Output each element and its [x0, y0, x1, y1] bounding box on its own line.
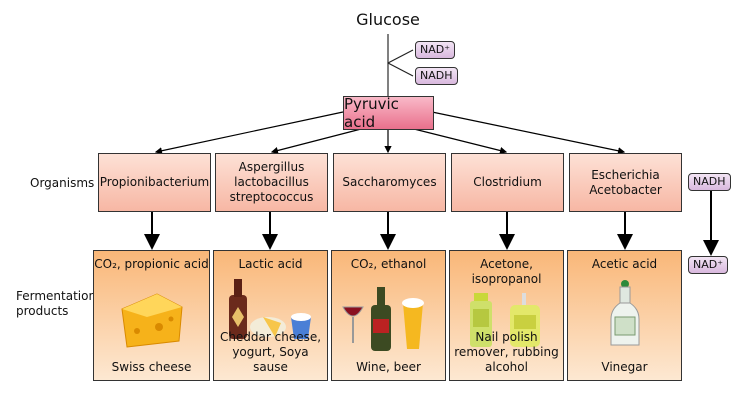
product-example: Wine, beer [356, 360, 421, 374]
organisms-label: Organisms [30, 176, 95, 190]
product-box-propionic: CO₂, propionic acid Swiss cheese [93, 250, 210, 381]
product-example: Vinegar [601, 360, 648, 374]
product-name: CO₂, propionic acid [94, 257, 209, 271]
glucose-label: Glucose [356, 10, 420, 29]
product-name: Lactic acid [238, 257, 303, 271]
product-name: CO₂, ethanol [350, 257, 427, 271]
bottles-icon [469, 293, 540, 347]
nad-plus-tag-right: NAD⁺ [688, 256, 729, 274]
product-name: Acetone, isopropanol [471, 257, 542, 286]
product-box-ethanol: CO₂, ethanol Wine, beer [331, 250, 446, 381]
organism-saccharomyces: Saccharomyces [333, 153, 446, 212]
nad-plus-tag: NAD⁺ [415, 41, 456, 59]
organism-escherichia: Escherichia Acetobacter [569, 153, 682, 212]
organism-aspergillus: Aspergillus lactobacillus streptococcus [215, 153, 328, 212]
vinegar-bottle-icon [610, 280, 639, 346]
pyruvic-acid-box: Pyruvic acid [343, 95, 434, 131]
product-name: Acetic acid [591, 257, 658, 271]
product-example: Swiss cheese [111, 360, 192, 374]
nadh-tag-right: NADH [688, 173, 731, 191]
product-box-acetone: Acetone, isopropanol Nail polish remover… [449, 250, 564, 381]
product-box-lactic: Lactic acid Cheddar cheese, yogurt, Soya… [213, 250, 328, 381]
wine-beer-icon [341, 287, 424, 351]
organism-propionibacterium: Propionibacterium [98, 153, 211, 212]
cheese-icon [120, 293, 183, 348]
fermentation-products-label: Fermentation products [16, 289, 97, 318]
organism-clostridium: Clostridium [451, 153, 564, 212]
sauce-cheese-yogurt-icon [228, 279, 311, 339]
nadh-tag: NADH [415, 67, 458, 85]
product-example: Cheddar cheese, yogurt, Soya sause [219, 330, 322, 374]
product-box-acetic: Acetic acid Vinegar [567, 250, 682, 381]
product-example: Nail polish remover, rubbing alcohol [454, 330, 559, 374]
